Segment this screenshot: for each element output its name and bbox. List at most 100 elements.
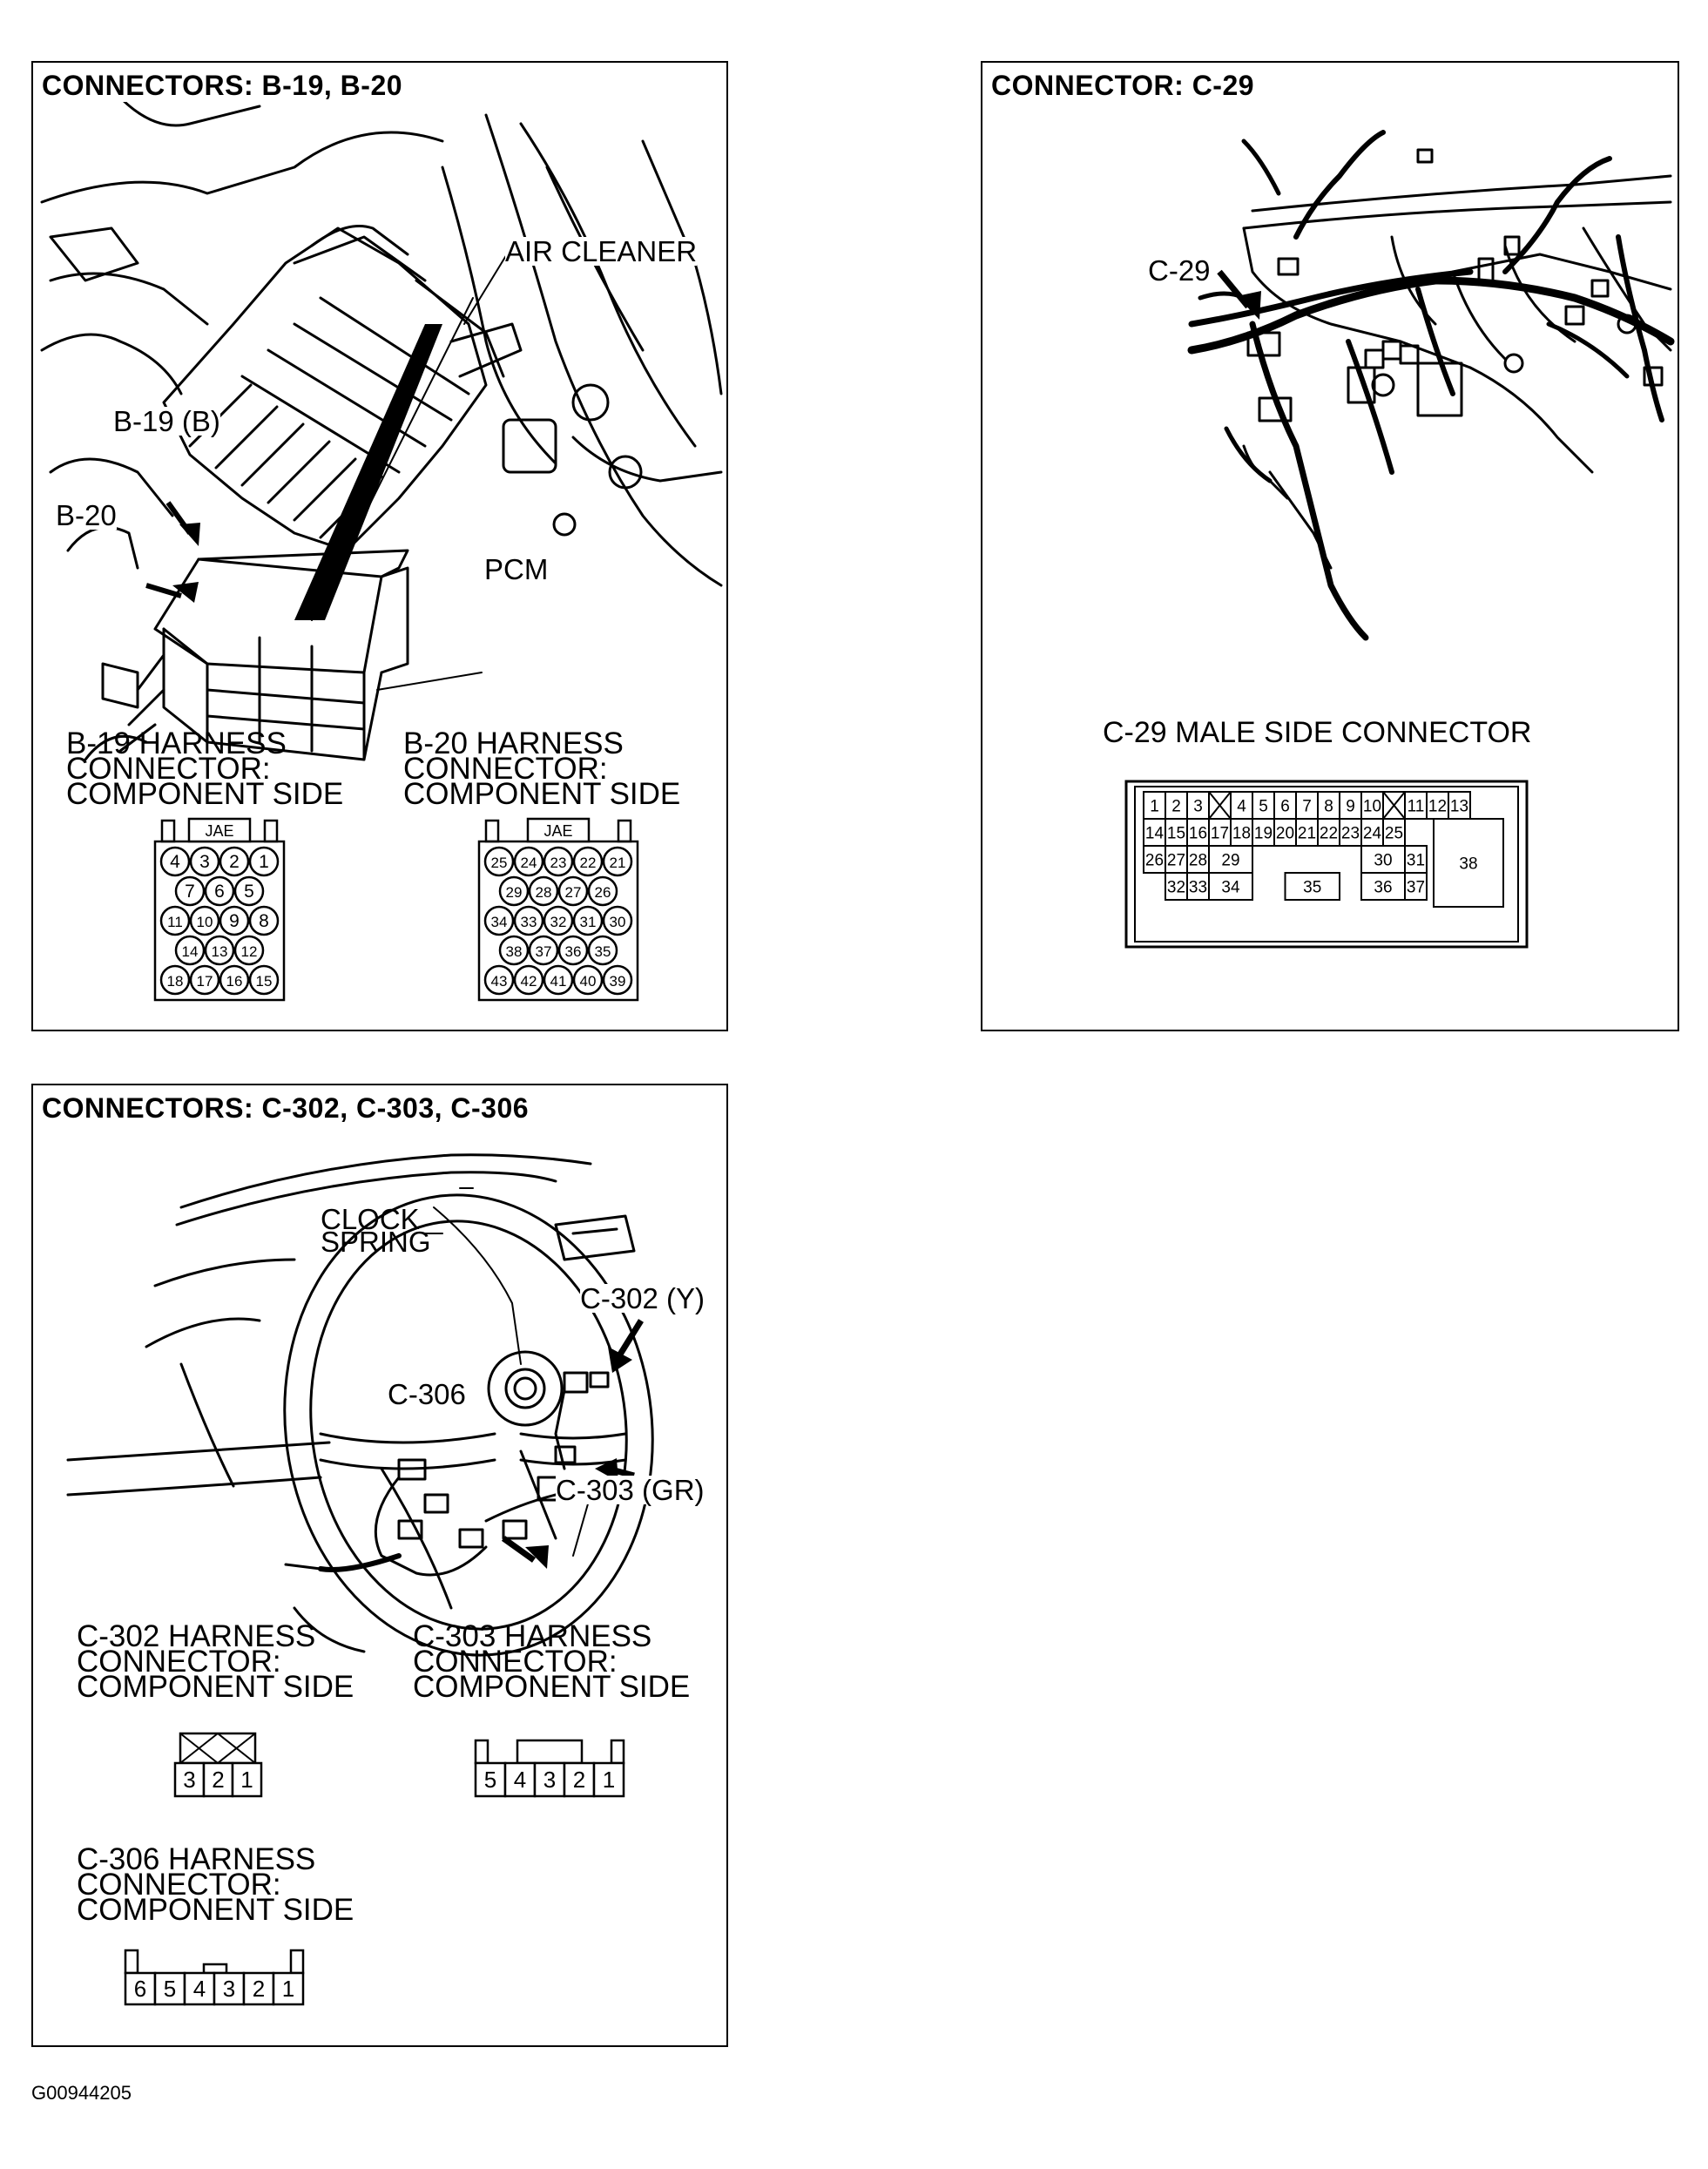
- c306-label: C-306: [388, 1378, 466, 1410]
- pin-10: [189, 905, 220, 936]
- pin-label: 24: [521, 855, 537, 871]
- pin-label: 36: [1374, 879, 1392, 897]
- connector-housing: [1124, 780, 1529, 949]
- c302-caption: C-302 HARNESS CONNECTOR: COMPONENT SIDE: [77, 1619, 354, 1704]
- pin-label: 2: [1171, 798, 1181, 816]
- pin-7: [174, 875, 206, 907]
- panel-title: CONNECTORS: C-302, C-303, C-306: [42, 1092, 535, 1125]
- pin-21: [1295, 818, 1319, 847]
- pin-9: [219, 905, 250, 936]
- maker-key: [187, 817, 252, 843]
- pin-label: 24: [1363, 825, 1382, 843]
- connector-inner: [1134, 786, 1519, 943]
- pin-label: 9: [229, 911, 240, 931]
- pin-12: [233, 935, 265, 966]
- pin-label: 6: [1280, 798, 1290, 816]
- pin-22: [572, 846, 604, 877]
- pin-label: 13: [212, 943, 228, 960]
- pin-label: 18: [1232, 825, 1251, 843]
- pin-label: 18: [167, 973, 184, 990]
- pin-19: [1252, 818, 1275, 847]
- b20-label: B-20: [56, 499, 117, 531]
- pin-label: 4: [1237, 798, 1246, 816]
- pin-label: 7: [185, 882, 195, 902]
- pin-33: [513, 905, 544, 936]
- pin-29: [1208, 845, 1253, 874]
- pin-label: 17: [1211, 825, 1229, 843]
- pin-38: [498, 935, 530, 966]
- pin-label: 1: [1150, 798, 1159, 816]
- pin-label: 34: [1221, 879, 1240, 897]
- pin-label: 32: [550, 914, 567, 930]
- pin-label: 29: [506, 884, 523, 901]
- pin-38: [1433, 818, 1504, 908]
- maker-label: JAE: [205, 822, 233, 840]
- pin-label: 23: [1341, 825, 1360, 843]
- pin-label: 15: [1167, 825, 1185, 843]
- pin-28: [528, 875, 559, 907]
- pin-16: [219, 964, 250, 996]
- pin-1: [592, 1761, 625, 1798]
- key-cross: [179, 1733, 219, 1764]
- pin-label: 22: [580, 855, 597, 871]
- pin-2: [563, 1761, 596, 1798]
- pin-label: 4: [514, 1767, 526, 1793]
- pin-25: [483, 846, 515, 877]
- pin-label: 10: [1363, 798, 1381, 816]
- pin-label: 26: [595, 884, 611, 901]
- pin-6: [204, 875, 235, 907]
- pin-32: [543, 905, 574, 936]
- pin-label: 21: [1298, 825, 1316, 843]
- pin-label: 38: [1459, 855, 1477, 874]
- key-box: [202, 1963, 228, 1975]
- pin-1: [231, 1761, 263, 1798]
- pin-label: 34: [491, 914, 508, 930]
- pin-label: 35: [1303, 879, 1321, 897]
- pin-11: [159, 905, 191, 936]
- pin-2: [202, 1761, 234, 1798]
- c302-label: C-302 (Y): [580, 1282, 705, 1314]
- pin-label: 12: [1428, 798, 1447, 816]
- pin-label: 25: [1385, 825, 1403, 843]
- pin-label: 17: [197, 973, 213, 990]
- latch-right: [263, 819, 279, 843]
- pin-30: [602, 905, 633, 936]
- latch-right: [289, 1949, 305, 1975]
- pin-4: [1230, 791, 1253, 820]
- pin-label: 33: [1189, 879, 1207, 897]
- pin-label: 40: [580, 973, 597, 990]
- pin-label: 20: [1276, 825, 1294, 843]
- latch-right: [617, 819, 632, 843]
- pin-label: 11: [167, 914, 183, 930]
- pin-13: [1448, 791, 1471, 820]
- pin-label: 37: [1407, 879, 1425, 897]
- pin-label: 23: [550, 855, 567, 871]
- pin-5: [233, 875, 265, 907]
- pin-label: 26: [1145, 852, 1164, 870]
- pin-label: 32: [1167, 879, 1185, 897]
- pin-label: 13: [1450, 798, 1468, 816]
- pin-label: 31: [1407, 852, 1425, 870]
- pin-1: [272, 1971, 305, 2006]
- pin-label: 42: [521, 973, 537, 990]
- pin-1: [1143, 791, 1166, 820]
- pin-3: [173, 1761, 206, 1798]
- b19-label: B-19 (B): [113, 405, 220, 437]
- pin-26: [587, 875, 618, 907]
- panel-title: CONNECTORS: B-19, B-20: [42, 70, 408, 102]
- pin-label: 33: [521, 914, 537, 930]
- pin-label: 10: [197, 914, 213, 930]
- pin-41: [543, 964, 574, 996]
- pin-label: 19: [1254, 825, 1273, 843]
- latch-left: [160, 819, 176, 843]
- c303-label: C-303 (GR): [556, 1474, 705, 1506]
- pin-label: 38: [506, 943, 523, 960]
- pin-label: 43: [491, 973, 508, 990]
- pin-label: 22: [1320, 825, 1338, 843]
- pin-1: [248, 846, 280, 877]
- pin-label: 3: [183, 1767, 195, 1793]
- pin-label: 36: [565, 943, 582, 960]
- pin-label: 16: [226, 973, 243, 990]
